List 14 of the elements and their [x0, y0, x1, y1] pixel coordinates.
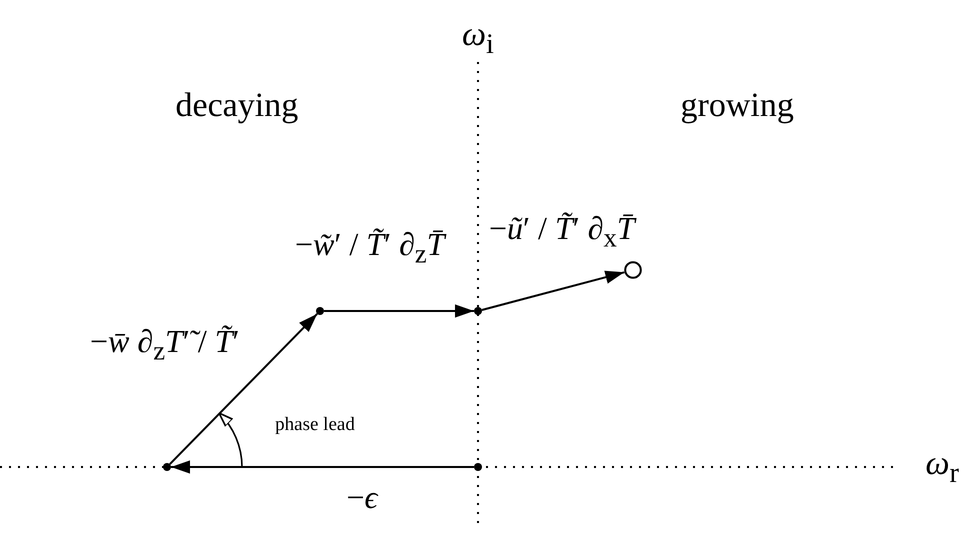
region-label: decaying: [176, 86, 298, 124]
vector-arrow: [324, 304, 474, 318]
axis-label: ω$_{i}$: [462, 16, 494, 60]
angle-label: phase lead: [275, 414, 355, 436]
vertex-point: [163, 463, 171, 471]
vertex-point: [316, 307, 324, 315]
vector-arrow: [169, 313, 318, 465]
vector-arrow: [482, 270, 625, 311]
vertex-point: [474, 463, 482, 471]
vertex-point: [474, 307, 482, 315]
axis-label: ω$_{r}$: [926, 445, 959, 489]
end-point-circle: [624, 261, 642, 279]
region-label: growing: [680, 86, 794, 124]
vector-arrow: [171, 460, 474, 474]
